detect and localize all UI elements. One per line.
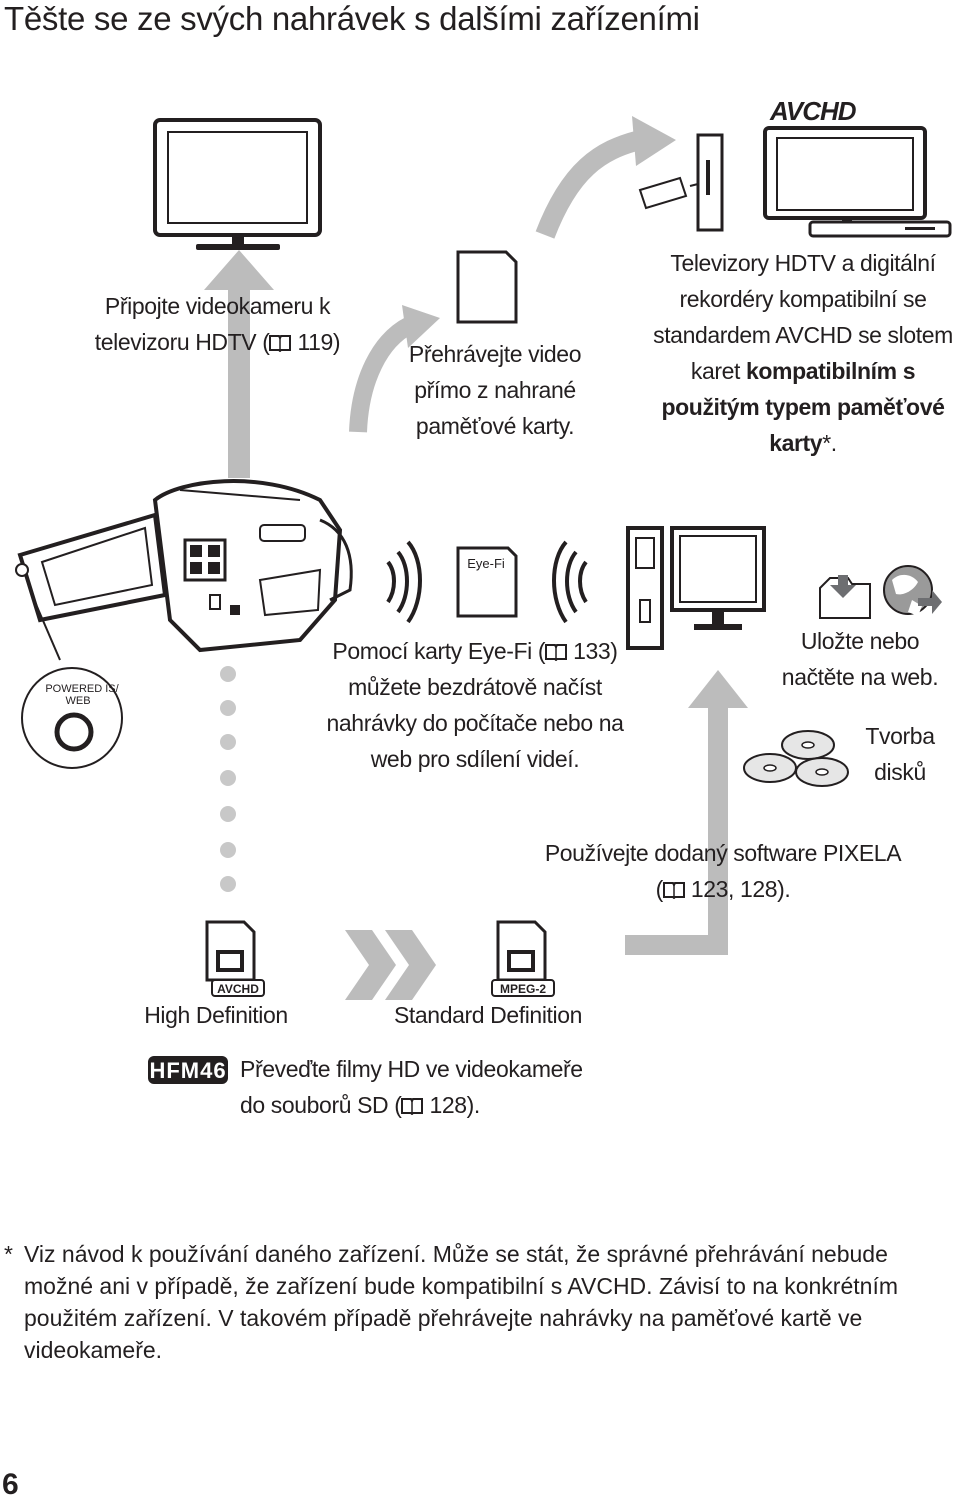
svg-text:POWERED IS/: POWERED IS/	[45, 683, 119, 695]
dotted-line	[220, 666, 236, 892]
card-playback-caption: Přehrávejte video přímo z nahrané paměťo…	[408, 341, 582, 439]
arrow-up-icon	[625, 670, 748, 955]
pixela-caption: Používejte dodaný software PIXELA ( 123,…	[544, 840, 902, 902]
discs-icon	[743, 730, 849, 787]
file-icon: AVCHD	[205, 920, 265, 997]
eyefi-card-icon: Eye-Fi	[456, 546, 518, 618]
globe-icon	[883, 565, 942, 616]
footnote-marker: *	[4, 1241, 13, 1267]
web-caption: Uložte nebo načtěte na web.	[781, 628, 939, 690]
svg-text:HFM46: HFM46	[149, 1058, 226, 1083]
double-chevron-icon	[345, 930, 436, 1000]
sd-card-icon	[456, 250, 518, 324]
sd-card-icon	[638, 133, 724, 232]
high-definition-label: High Definition	[144, 1002, 288, 1028]
discs-caption: Tvorba disků	[865, 723, 935, 785]
book-icon	[662, 882, 685, 899]
camcorder-icon	[15, 479, 353, 661]
file-icon: MPEG-2	[491, 920, 555, 997]
convert-caption: Převeďte filmy HD ve videokameře do soub…	[240, 1056, 583, 1118]
monitor-icon	[670, 526, 766, 630]
book-icon	[545, 644, 568, 661]
folder-icon	[819, 575, 871, 619]
television-icon	[153, 118, 322, 250]
page-number: 6	[2, 1468, 19, 1501]
avchd-logo: AVCHD	[769, 96, 857, 126]
svg-text:MPEG-2: MPEG-2	[500, 982, 546, 996]
page-title: Těšte se ze svých nahrávek s dalšími zař…	[4, 0, 700, 37]
tv-connect-caption: Připojte videokameru k televizoru HDTV (…	[94, 293, 341, 355]
computer-tower-icon	[626, 526, 664, 650]
arrow-up-icon	[204, 250, 274, 478]
hdtv-caption: Televizory HDTV a digitální rekordéry ko…	[653, 250, 953, 456]
curved-arrow-icon	[349, 305, 440, 433]
book-icon	[269, 335, 292, 352]
eyefi-caption: Pomocí karty Eye-Fi ( 133) můžete bezdrá…	[326, 638, 624, 772]
standard-definition-label: Standard Definition	[393, 1002, 583, 1028]
powered-is-web-button: POWERED IS/ WEB	[21, 667, 123, 769]
hdtv-icon	[763, 126, 927, 224]
svg-text:WEB: WEB	[65, 695, 90, 707]
model-badge: HFM46	[148, 1056, 228, 1084]
recorder-icon	[808, 220, 952, 238]
book-icon	[401, 1098, 424, 1115]
wifi-waves-icon	[386, 540, 588, 624]
curved-arrow-icon	[535, 116, 676, 239]
svg-text:AVCHD: AVCHD	[217, 982, 259, 996]
footnote-text: Viz návod k používání daného zařízení. M…	[24, 1241, 898, 1363]
footnote: * Viz návod k používání daného zařízení.…	[2, 1238, 960, 1366]
svg-text:Eye-Fi: Eye-Fi	[467, 556, 505, 571]
